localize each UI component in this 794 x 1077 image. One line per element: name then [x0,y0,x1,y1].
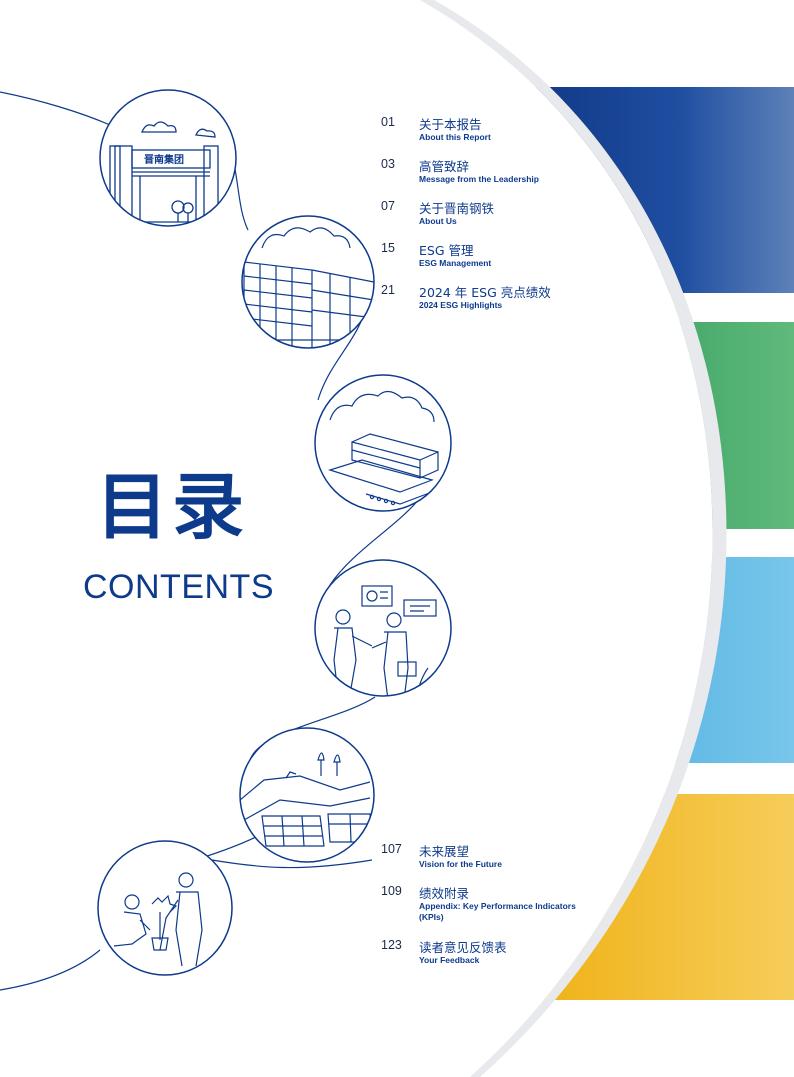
toc-title-zh: 2024 年 ESG 亮点绩效 [419,285,551,300]
toc-title-zh: ESG 管理 [419,243,474,258]
toc-title-en: ESG Management [419,258,492,268]
toc-page-number: 07 [381,199,395,213]
toc-title-zh: 未来展望 [419,844,470,859]
toc-title-zh: 关于本报告 [419,117,482,132]
toc-title-zh: 读者意见反馈表 [419,940,507,955]
toc-page-number: 107 [381,842,402,856]
toc-page-number: 123 [381,938,402,952]
toc-title-en: Vision for the Future [419,859,502,869]
toc-title-en: About Us [419,216,457,226]
winding-line [0,91,433,991]
gate-sign-text: 晋南集团 [144,153,184,166]
toc-title-en: Your Feedback [419,955,480,965]
toc-title-en: About this Report [419,132,491,142]
page-title-zh: 目录 [96,465,249,549]
toc-title-zh: 高管致辞 [419,159,470,174]
toc-page-number: 01 [381,115,395,129]
toc-page-number: 21 [381,283,395,297]
toc-page-number: 15 [381,241,395,255]
toc-page-number: 03 [381,157,395,171]
solar-panels-icon [239,727,375,863]
toc-title-zh: 关于晋南钢铁 [419,201,495,216]
toc-title-en: 2024 ESG Highlights [419,300,503,310]
company-gate-icon: 晋南集团 [99,89,237,227]
office-building-icon [241,215,375,349]
toc-title-en: Appendix: Key Performance Indicators (KP… [419,901,576,922]
toc-title-en: Message from the Leadership [419,174,539,184]
page-title-en: CONTENTS [83,568,274,606]
white-arc-panel [0,0,712,1077]
toc-title-zh: 绩效附录 [419,886,470,901]
tree-planting-icon [97,840,233,976]
toc-page-number: 109 [381,884,402,898]
steel-stack-icon [314,374,452,512]
handshake-icon [314,559,452,697]
